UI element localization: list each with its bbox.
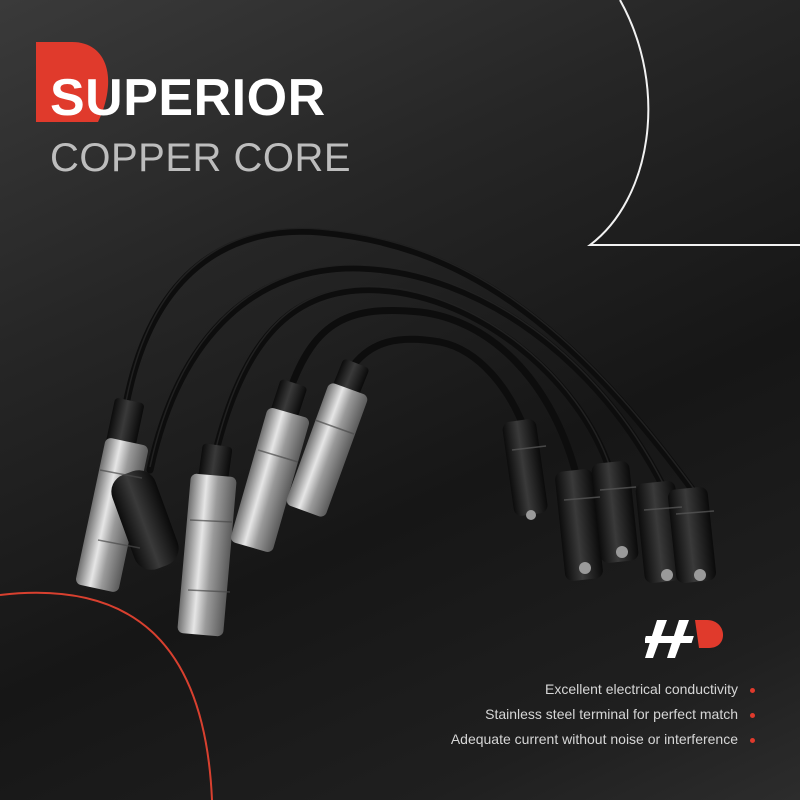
wire-cables <box>121 227 704 504</box>
red-accent-shape <box>36 42 109 122</box>
feature-text: Excellent electrical conductivity <box>545 681 738 697</box>
bullet-dot-icon <box>750 712 755 718</box>
coil-boots <box>502 419 717 584</box>
feature-item: Adequate current without noise or interf… <box>451 727 755 752</box>
feature-list: Excellent electrical conductivity Stainl… <box>451 677 755 752</box>
headline-rest-text: PERIOR <box>123 69 326 127</box>
spark-plug-connectors <box>76 359 369 637</box>
white-curve-line <box>587 0 800 246</box>
headline: SUPERIOR COPPER CORE <box>36 42 352 180</box>
headline-title: SUPERIOR <box>50 72 351 124</box>
headline-accent-text: SU <box>50 69 124 127</box>
feature-item: Stainless steel terminal for perfect mat… <box>451 702 755 727</box>
headline-subtitle: COPPER CORE <box>50 136 352 180</box>
feature-text: Adequate current without noise or interf… <box>450 731 738 747</box>
feature-text: Stainless steel terminal for perfect mat… <box>485 706 738 722</box>
feature-item: Excellent electrical conductivity <box>451 677 755 702</box>
bullet-dot-icon <box>750 737 755 743</box>
ap-brand-logo <box>645 620 724 658</box>
bullet-dot-icon <box>750 687 755 693</box>
red-curve-line <box>0 591 213 800</box>
